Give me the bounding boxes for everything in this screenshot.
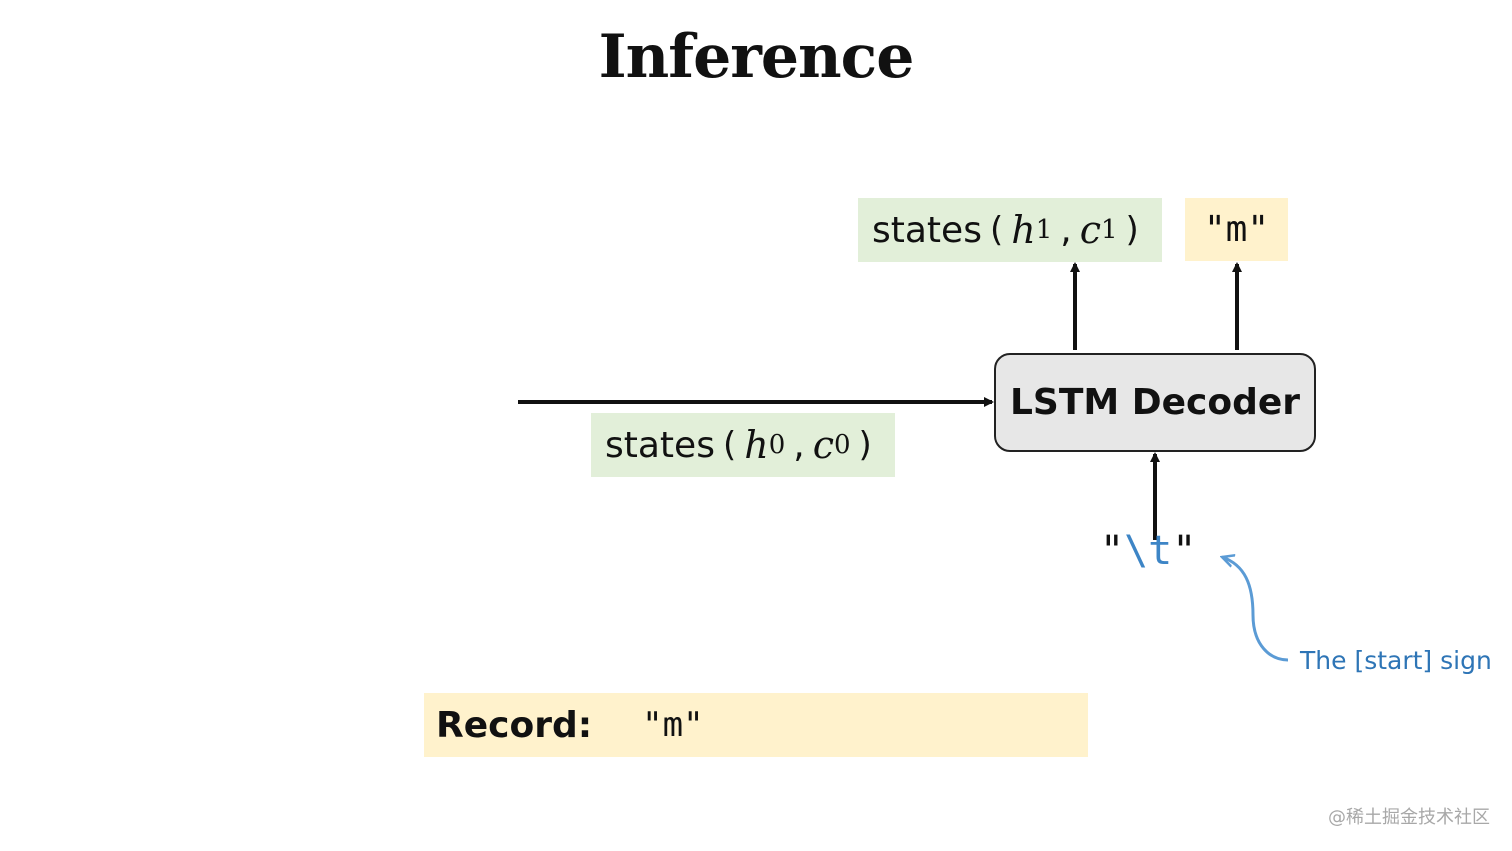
- input-start-token: "\t": [1100, 528, 1196, 574]
- state-input-h-sub: 0: [768, 430, 786, 460]
- state-output-h-sub: 1: [1035, 215, 1053, 245]
- state-output-open-paren: (: [989, 210, 1004, 250]
- start-sign-annotation: The [start] sign: [1300, 646, 1492, 675]
- state-input-h: h: [744, 423, 769, 467]
- state-input-c: c: [812, 423, 834, 467]
- state-input-comma: ,: [793, 424, 805, 466]
- output-token-box: "m": [1185, 198, 1288, 261]
- state-input-open-paren: (: [722, 425, 737, 465]
- input-token-quote-close: ": [1172, 528, 1197, 574]
- page-title: Inference: [598, 22, 915, 92]
- state-output-close-paren: ): [1125, 210, 1139, 250]
- lstm-decoder-label: LSTM Decoder: [1009, 382, 1301, 423]
- watermark: @稀土掘金技术社区: [1328, 807, 1490, 828]
- state-output-c: c: [1079, 208, 1101, 252]
- output-token: "m": [1203, 209, 1270, 250]
- state-input-label: states: [605, 424, 715, 466]
- state-output-h: h: [1011, 208, 1036, 252]
- input-token-quote-open: ": [1100, 528, 1125, 574]
- lstm-decoder-box: LSTM Decoder: [994, 353, 1316, 452]
- state-input-c-sub: 0: [834, 430, 851, 460]
- record-label: Record:: [436, 704, 593, 746]
- state-output-label: states: [872, 209, 982, 251]
- state-output-c-sub: 1: [1101, 215, 1118, 245]
- input-token-value: \t: [1124, 528, 1173, 574]
- annotation-pointer: [1222, 557, 1289, 662]
- state-output-comma: ,: [1060, 209, 1072, 251]
- record-box: Record: "m": [424, 693, 1088, 757]
- record-value: "m": [642, 705, 704, 745]
- state-input-close-paren: ): [858, 425, 872, 465]
